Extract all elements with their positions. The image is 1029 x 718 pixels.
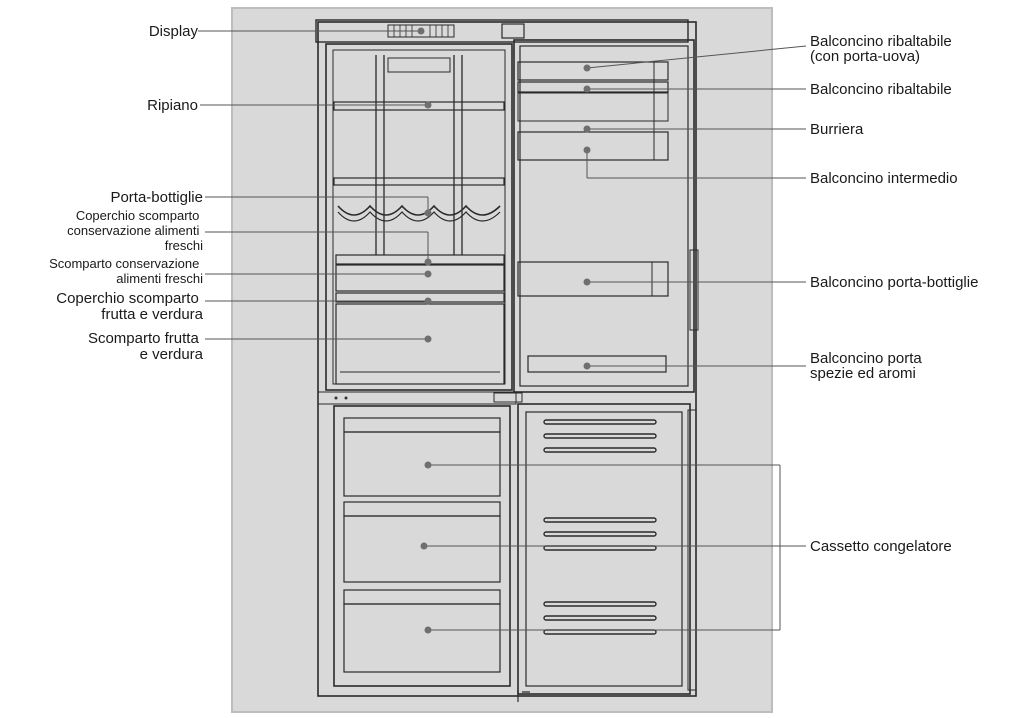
left-labels: Display Ripiano Porta-bottiglie Coperchi… (49, 23, 204, 363)
freezer-drawer-2 (343, 501, 501, 583)
label-bottle-balcony: Balconcino porta-bottiglie (810, 274, 978, 291)
freezer-drawer-1 (343, 417, 501, 497)
callout-dots (417, 27, 591, 634)
label-mid-balcony: Balconcino intermedio (810, 170, 958, 187)
label-tilt-balcony: Balconcino ribaltabile (810, 81, 952, 98)
fresh-cover (335, 254, 505, 265)
label-fresh-drawer: Scomparto conservazione alimenti freschi (49, 256, 203, 286)
label-spice-balcony: Balconcino porta spezie ed aromi (810, 350, 926, 382)
label-fresh-cover: Coperchio scomparto conservazione alimen… (67, 208, 203, 253)
fresh-drawer (335, 264, 505, 292)
crisper-cover (335, 292, 505, 303)
fridge-compartment (325, 43, 513, 391)
label-freezer-drawer: Cassetto congelatore (810, 538, 952, 555)
label-crisper-cover: Coperchio scomparto frutta e verdura (56, 290, 203, 323)
fridge-door (513, 39, 695, 393)
label-shelf: Ripiano (147, 97, 198, 114)
label-crisper-drawer: Scomparto frutta e verdura (88, 330, 204, 363)
freezer-drawer-3 (343, 589, 501, 673)
label-bottle-holder: Porta-bottiglie (110, 189, 203, 206)
leader-lines (198, 30, 807, 631)
freezer-door (517, 403, 691, 695)
crisper-drawer (335, 303, 505, 385)
bottle-rack (337, 204, 501, 216)
label-butter: Burriera (810, 121, 864, 138)
shelf-bottle (333, 177, 505, 186)
label-egg-balcony: Balconcino ribaltabile (con porta-uova) (810, 33, 956, 65)
door-balconies (517, 61, 669, 373)
background-panel (231, 7, 773, 713)
label-display: Display (149, 23, 199, 40)
shelf (333, 101, 505, 111)
right-labels: Balconcino ribaltabile (con porta-uova) … (810, 33, 978, 555)
